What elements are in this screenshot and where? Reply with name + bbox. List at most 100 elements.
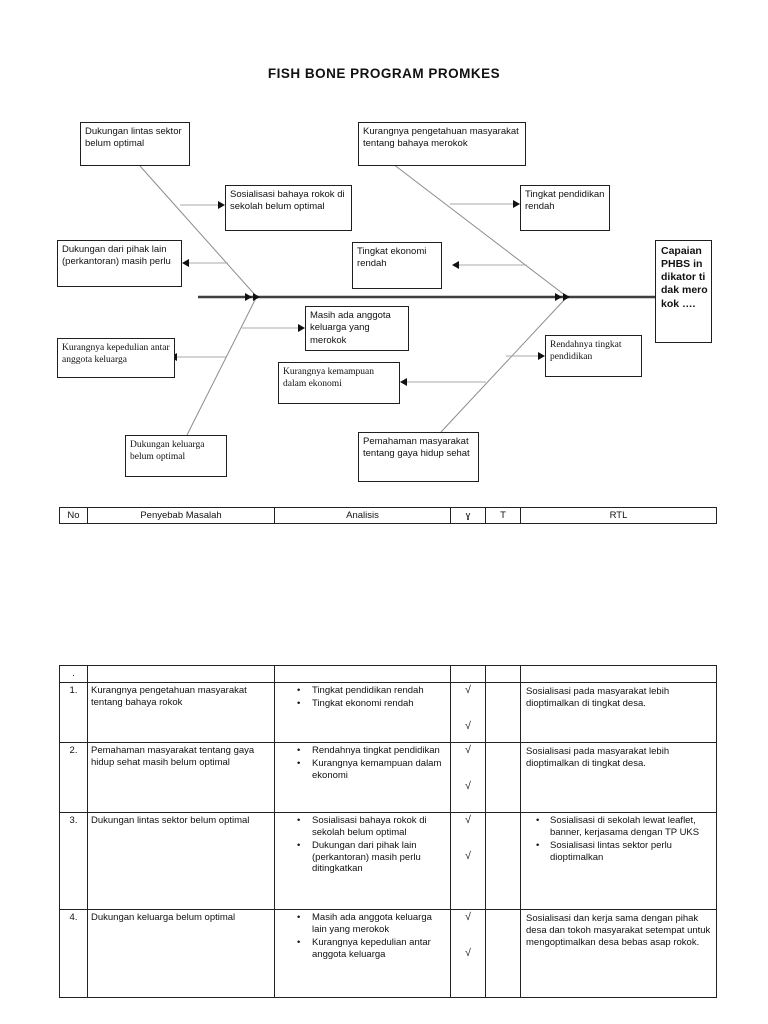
connector-arrow — [400, 378, 407, 386]
bone-upper-right — [392, 163, 567, 297]
t-cell — [485, 741, 521, 813]
bullet-marker: • — [297, 936, 301, 948]
check-mark: √ — [465, 910, 471, 923]
effect-box-capaian-phbs: Capaian PHBS indikator tidak merokok …. — [655, 240, 712, 343]
bullet-text: Kurangnya kemampuan dalam ekonomi — [312, 757, 442, 781]
check-cell: √√ — [450, 908, 486, 998]
cause-box-kurangnya-kepedulian: Kurangnya kepedulian antar anggota kelua… — [57, 338, 175, 378]
col-header-rtl: RTL — [520, 507, 717, 524]
bullet-item: • Kurangnya kemampuan dalam ekonomi — [278, 758, 447, 782]
check-mark: √ — [465, 850, 471, 863]
connector-arrow — [452, 261, 459, 269]
bullet-item: • Tingkat ekonomi rendah — [278, 698, 447, 710]
cause-box-dukungan-keluarga: Dukungan keluarga belum optimal — [125, 435, 227, 477]
row-number: 4. — [59, 908, 88, 998]
check-mark: √ — [465, 780, 471, 793]
cause-box-dukungan-pihak-lain: Dukungan dari pihak lain (perkantoran) m… — [57, 240, 182, 287]
bullet-item: • Tingkat pendidikan rendah — [278, 685, 447, 697]
rtl-cell — [520, 665, 717, 683]
col-header-penyebab-masalah: Penyebab Masalah — [87, 507, 275, 524]
check-cell: √√ — [450, 681, 486, 743]
bullet-text: Masih ada anggota keluarga lain yang mer… — [312, 911, 432, 935]
rtl-text: Sosialisasi pada masyarakat lebih diopti… — [526, 685, 670, 709]
analisis-cell: • Tingkat pendidikan rendah • Tingkat ekono… — [274, 681, 451, 743]
row-number: . — [59, 665, 88, 683]
t-cell — [485, 908, 521, 998]
bone-upper-left — [139, 165, 257, 297]
row-number: 1. — [59, 681, 88, 743]
bullet-item: • Sosialisasi di sekolah lewat leaflet, b… — [524, 815, 713, 839]
rtl-cell: Sosialisasi pada masyarakat lebih diopti… — [520, 681, 717, 743]
penyebab-masalah-cell: Dukungan keluarga belum optimal — [87, 908, 275, 998]
bullet-item: • Dukungan dari pihak lain (perkantoran) … — [278, 840, 447, 876]
rtl-text: Sosialisasi pada masyarakat lebih diopti… — [526, 745, 670, 769]
cause-box-kurangnya-kemampuan: Kurangnya kemampuan dalam ekonomi — [278, 362, 400, 404]
bullet-marker: • — [297, 839, 301, 851]
rtl-cell: Sosialisasi dan kerja sama dengan pihak … — [520, 908, 717, 998]
bullet-marker: • — [297, 744, 301, 756]
bullet-text: Tingkat pendidikan rendah — [312, 684, 424, 696]
table-row: . — [59, 665, 717, 683]
bullet-marker: • — [536, 814, 540, 826]
bullet-text: Dukungan dari pihak lain (perkantoran) m… — [312, 839, 421, 875]
rtl-cell: • Sosialisasi di sekolah lewat leaflet, b… — [520, 811, 717, 910]
bullet-item: • Sosialisasi lintas sektor perlu dioptim… — [524, 840, 713, 864]
analisis-cell: • Masih ada anggota keluarga lain yang me… — [274, 908, 451, 998]
cause-box-kurangnya-pengetahuan: Kurangnya pengetahuan masyarakat tentang… — [358, 122, 526, 166]
check-mark: √ — [465, 743, 471, 756]
connector-arrow — [538, 352, 545, 360]
bullet-text: Sosialisasi lintas sektor perlu dioptima… — [550, 839, 672, 863]
check-mark: √ — [465, 813, 471, 826]
bullet-text: Rendahnya tingkat pendidikan — [312, 744, 440, 756]
cause-box-pemahaman-masyarakat: Pemahaman masyarakat tentang gaya hidup … — [358, 432, 479, 482]
t-cell — [485, 811, 521, 910]
table-row: 3.Dukungan lintas sektor belum optimal•S… — [59, 811, 717, 910]
cause-box-dukungan-lintas-sektor: Dukungan lintas sektor belum optimal — [80, 122, 190, 166]
col-header-t: T — [485, 507, 521, 524]
penyebab-masalah-cell: Dukungan lintas sektor belum optimal — [87, 811, 275, 910]
junction-arrow — [245, 293, 252, 301]
junction-arrow — [555, 293, 562, 301]
analisis-cell — [274, 665, 451, 683]
bullet-item: •Kurangnya kepedulian antar anggota kelu… — [278, 937, 447, 961]
bullet-marker: • — [297, 684, 301, 696]
check-cell: √√ — [450, 811, 486, 910]
bullet-text: Sosialisasi bahaya rokok di sekolah belu… — [312, 814, 427, 838]
analisis-cell: • Rendahnya tingkat pendidikan • Kurangnya … — [274, 741, 451, 813]
t-cell — [485, 665, 521, 683]
fishbone-diagram: Dukungan lintas sektor belum optimal Kur… — [57, 122, 712, 482]
detail-table: .1.Kurangnya pengetahuan masyarakat tent… — [59, 665, 717, 998]
rtl-text: Sosialisasi dan kerja sama dengan pihak … — [526, 912, 711, 948]
cause-box-tingkat-ekonomi: Tingkat ekonomi rendah — [352, 242, 442, 289]
bullet-item: • Rendahnya tingkat pendidikan — [278, 745, 447, 757]
bullet-marker: • — [297, 757, 301, 769]
cause-box-sosialisasi-bahaya: Sosialisasi bahaya rokok di sekolah belu… — [225, 185, 352, 231]
junction-arrow — [563, 293, 570, 301]
bullet-text: Sosialisasi di sekolah lewat leaflet, ba… — [550, 814, 700, 838]
page-title: FISH BONE PROGRAM PROMKES — [267, 66, 501, 81]
bullet-item: • Sosialisasi bahaya rokok di sekolah bel… — [278, 815, 447, 839]
check-mark: √ — [465, 720, 471, 733]
cause-box-masih-ada-anggota: Masih ada anggota keluarga yang merokok — [305, 306, 409, 351]
bone-lower-right — [440, 297, 567, 433]
check-cell — [450, 665, 486, 683]
table-row: 2.Pemahaman masyarakat tentang gaya hidu… — [59, 741, 717, 813]
connector-arrow — [218, 201, 225, 209]
bullet-marker: • — [297, 697, 301, 709]
bullet-text: Tingkat ekonomi rendah — [312, 697, 414, 709]
bullet-marker: • — [536, 839, 540, 851]
check-cell: √√ — [450, 741, 486, 813]
rtl-cell: Sosialisasi pada masyarakat lebih diopti… — [520, 741, 717, 813]
analysis-table-header: No Penyebab Masalah Analisis ɣ T RTL — [59, 507, 717, 524]
connector-arrow — [182, 259, 189, 267]
bullet-marker: • — [297, 814, 301, 826]
t-cell — [485, 681, 521, 743]
connector-arrow — [298, 324, 305, 332]
header-row: No Penyebab Masalah Analisis ɣ T RTL — [59, 507, 717, 524]
table-row: 4.Dukungan keluarga belum optimal • Masih … — [59, 908, 717, 998]
check-mark: √ — [465, 947, 471, 960]
row-number: 2. — [59, 741, 88, 813]
penyebab-masalah-cell: Pemahaman masyarakat tentang gaya hidup … — [87, 741, 275, 813]
connector-arrow — [513, 200, 520, 208]
